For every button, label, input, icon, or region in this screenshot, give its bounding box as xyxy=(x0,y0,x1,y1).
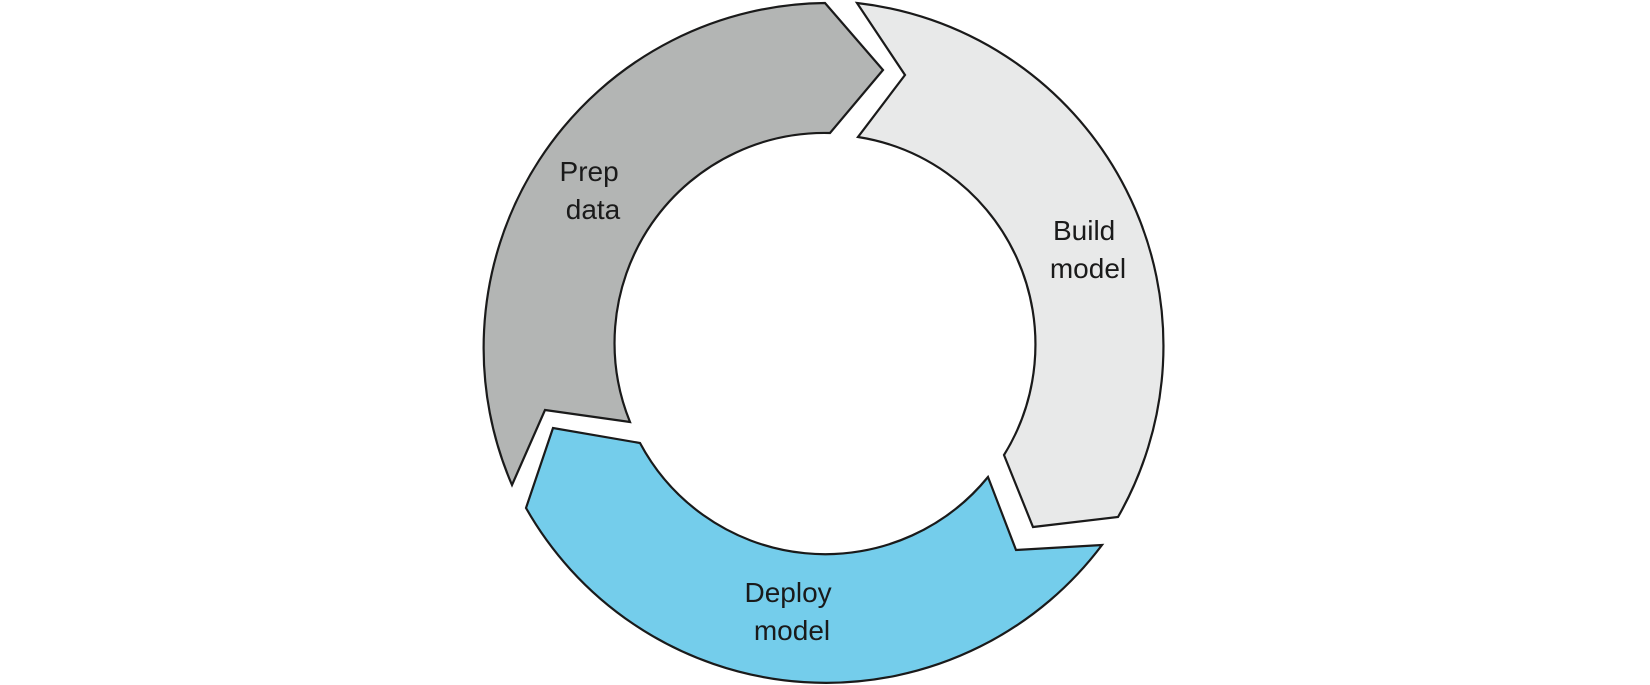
segment-deploy-model-label-line1: Deploy xyxy=(745,577,832,608)
segment-deploy-model-label-line2: model xyxy=(754,615,830,646)
segment-deploy-model-shape xyxy=(524,426,1105,684)
segment-prep-data-shape xyxy=(482,1,885,488)
segment-prep-data-label-line1: Prep xyxy=(560,156,619,187)
segment-prep-data-label: Prep data xyxy=(560,156,627,225)
segment-build-model-label-line2: model xyxy=(1050,253,1126,284)
segment-deploy-model: Deploy model xyxy=(524,426,1105,684)
segment-build-model-label: Build model xyxy=(1050,215,1126,284)
segment-prep-data-label-line2: data xyxy=(566,194,621,225)
segment-build-model-label-line1: Build xyxy=(1053,215,1115,246)
segment-build-model-shape xyxy=(854,1,1165,529)
segment-build-model: Build model xyxy=(854,1,1165,529)
segment-prep-data: Prep data xyxy=(482,1,885,488)
segment-deploy-model-label: Deploy model xyxy=(745,577,840,646)
